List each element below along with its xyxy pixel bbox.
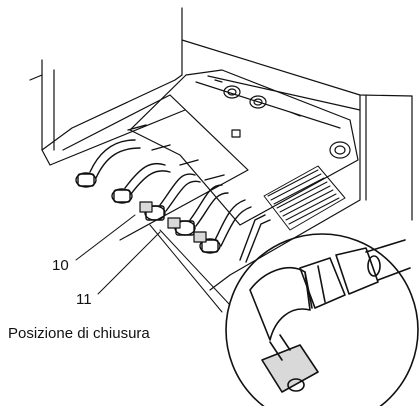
vent-grille <box>263 165 346 231</box>
boiler-casing <box>29 7 413 291</box>
callout-label-10: 10 <box>52 257 69 274</box>
shutoff-valve-icon <box>139 201 207 243</box>
control-knob-icon <box>214 79 351 159</box>
callout-label-11: 11 <box>76 291 92 308</box>
pipe-connections <box>75 124 271 263</box>
magnified-valve-detail <box>225 233 419 406</box>
closed-position-label: Posizione di chiusura <box>8 325 150 342</box>
callout-leader-lines <box>75 214 231 313</box>
